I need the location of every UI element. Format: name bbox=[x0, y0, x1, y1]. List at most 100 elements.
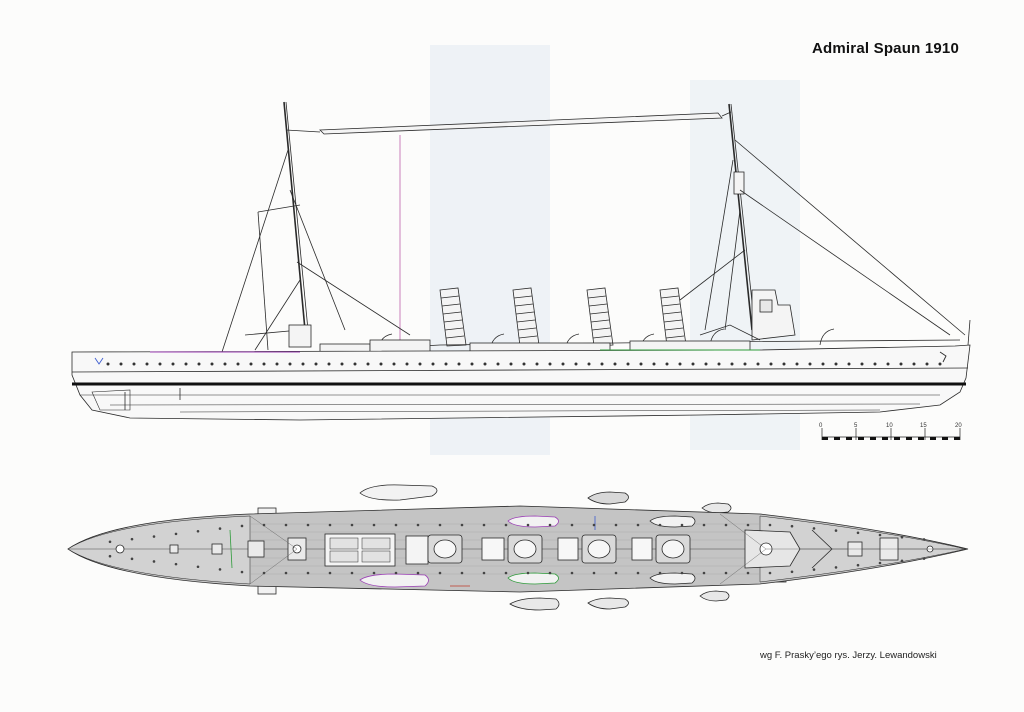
bollard bbox=[526, 571, 530, 575]
porthole bbox=[873, 362, 877, 366]
bollard bbox=[768, 523, 772, 527]
bollard bbox=[438, 571, 442, 575]
scale-label: 10 bbox=[886, 423, 893, 429]
bollard bbox=[658, 571, 662, 575]
porthole bbox=[860, 362, 864, 366]
scale-label: 5 bbox=[854, 423, 858, 429]
porthole bbox=[574, 362, 578, 366]
hatch bbox=[211, 543, 223, 555]
bollard bbox=[108, 540, 112, 544]
skylight-panel bbox=[361, 550, 391, 563]
porthole bbox=[548, 362, 552, 366]
boat bbox=[587, 597, 629, 610]
drawing-title: Admiral Spaun 1910 bbox=[812, 40, 959, 57]
porthole bbox=[457, 362, 461, 366]
porthole bbox=[925, 362, 929, 366]
porthole bbox=[769, 362, 773, 366]
porthole bbox=[795, 362, 799, 366]
porthole bbox=[899, 362, 903, 366]
bollard bbox=[878, 561, 882, 565]
porthole bbox=[366, 362, 370, 366]
hull-sheer bbox=[71, 367, 969, 373]
hull-line bbox=[179, 409, 881, 413]
bollard bbox=[614, 523, 618, 527]
bollard bbox=[130, 557, 134, 561]
quarterdeck bbox=[67, 515, 251, 585]
boiler-vent bbox=[557, 537, 579, 561]
bollard bbox=[724, 571, 728, 575]
jackstaff bbox=[967, 319, 971, 346]
deck-house bbox=[629, 340, 751, 352]
antenna-spreader bbox=[319, 112, 723, 135]
anchor bbox=[939, 351, 947, 363]
porthole bbox=[119, 362, 123, 366]
bollard bbox=[680, 571, 684, 575]
porthole bbox=[886, 362, 890, 366]
bollard bbox=[504, 523, 508, 527]
porthole bbox=[158, 362, 162, 366]
fore-mast bbox=[730, 103, 756, 331]
funnel-top bbox=[507, 534, 543, 564]
rigging bbox=[724, 209, 741, 331]
mast-house bbox=[288, 324, 312, 348]
porthole bbox=[327, 362, 331, 366]
fore-mast bbox=[728, 103, 753, 331]
bollard bbox=[658, 523, 662, 527]
rigging bbox=[289, 189, 346, 331]
bollard bbox=[768, 571, 772, 575]
porthole bbox=[704, 362, 708, 366]
skylight-panel bbox=[329, 537, 359, 550]
porthole bbox=[717, 362, 721, 366]
porthole bbox=[639, 362, 643, 366]
aft-mast bbox=[283, 101, 306, 331]
bollard bbox=[900, 535, 904, 539]
drawing-credit: wg F. Prasky’ego rys. Jerzy. Lewandowski bbox=[760, 650, 937, 661]
bollard bbox=[548, 523, 552, 527]
accent-mark bbox=[229, 529, 233, 569]
porthole bbox=[847, 362, 851, 366]
deck-boat bbox=[507, 572, 559, 585]
bollard bbox=[306, 571, 310, 575]
funnel-top bbox=[427, 534, 463, 564]
bollard bbox=[262, 523, 266, 527]
rigging bbox=[704, 159, 734, 331]
bollard bbox=[724, 523, 728, 527]
bollard bbox=[636, 571, 640, 575]
porthole bbox=[236, 362, 240, 366]
porthole bbox=[262, 362, 266, 366]
bollard bbox=[416, 571, 420, 575]
bollard bbox=[702, 523, 706, 527]
porthole bbox=[782, 362, 786, 366]
boiler-vent bbox=[631, 537, 653, 561]
porthole bbox=[340, 362, 344, 366]
rigging bbox=[221, 149, 289, 353]
porthole bbox=[756, 362, 760, 366]
bollard bbox=[482, 571, 486, 575]
aft-mast bbox=[285, 101, 309, 331]
bollard bbox=[306, 523, 310, 527]
bollard bbox=[856, 531, 860, 535]
deck-edge-fittings bbox=[108, 523, 926, 575]
porthole bbox=[665, 362, 669, 366]
bollard bbox=[834, 566, 838, 569]
porthole bbox=[821, 362, 825, 366]
bollard bbox=[152, 560, 156, 563]
scale-label: 20 bbox=[955, 423, 962, 429]
bollard bbox=[174, 562, 178, 566]
stern-anchor bbox=[94, 357, 104, 365]
bollard bbox=[416, 523, 420, 527]
porthole bbox=[496, 362, 500, 366]
bollard bbox=[856, 563, 860, 567]
hatch bbox=[247, 540, 265, 558]
rigging bbox=[257, 211, 269, 351]
bollard bbox=[526, 523, 530, 527]
bollard bbox=[812, 527, 816, 530]
bollard bbox=[240, 570, 244, 574]
bollard bbox=[790, 570, 794, 574]
bollard bbox=[548, 571, 552, 575]
skylight-panel bbox=[329, 550, 359, 563]
porthole bbox=[418, 362, 422, 366]
stern-gun bbox=[115, 544, 125, 554]
antenna-wire bbox=[285, 129, 321, 133]
